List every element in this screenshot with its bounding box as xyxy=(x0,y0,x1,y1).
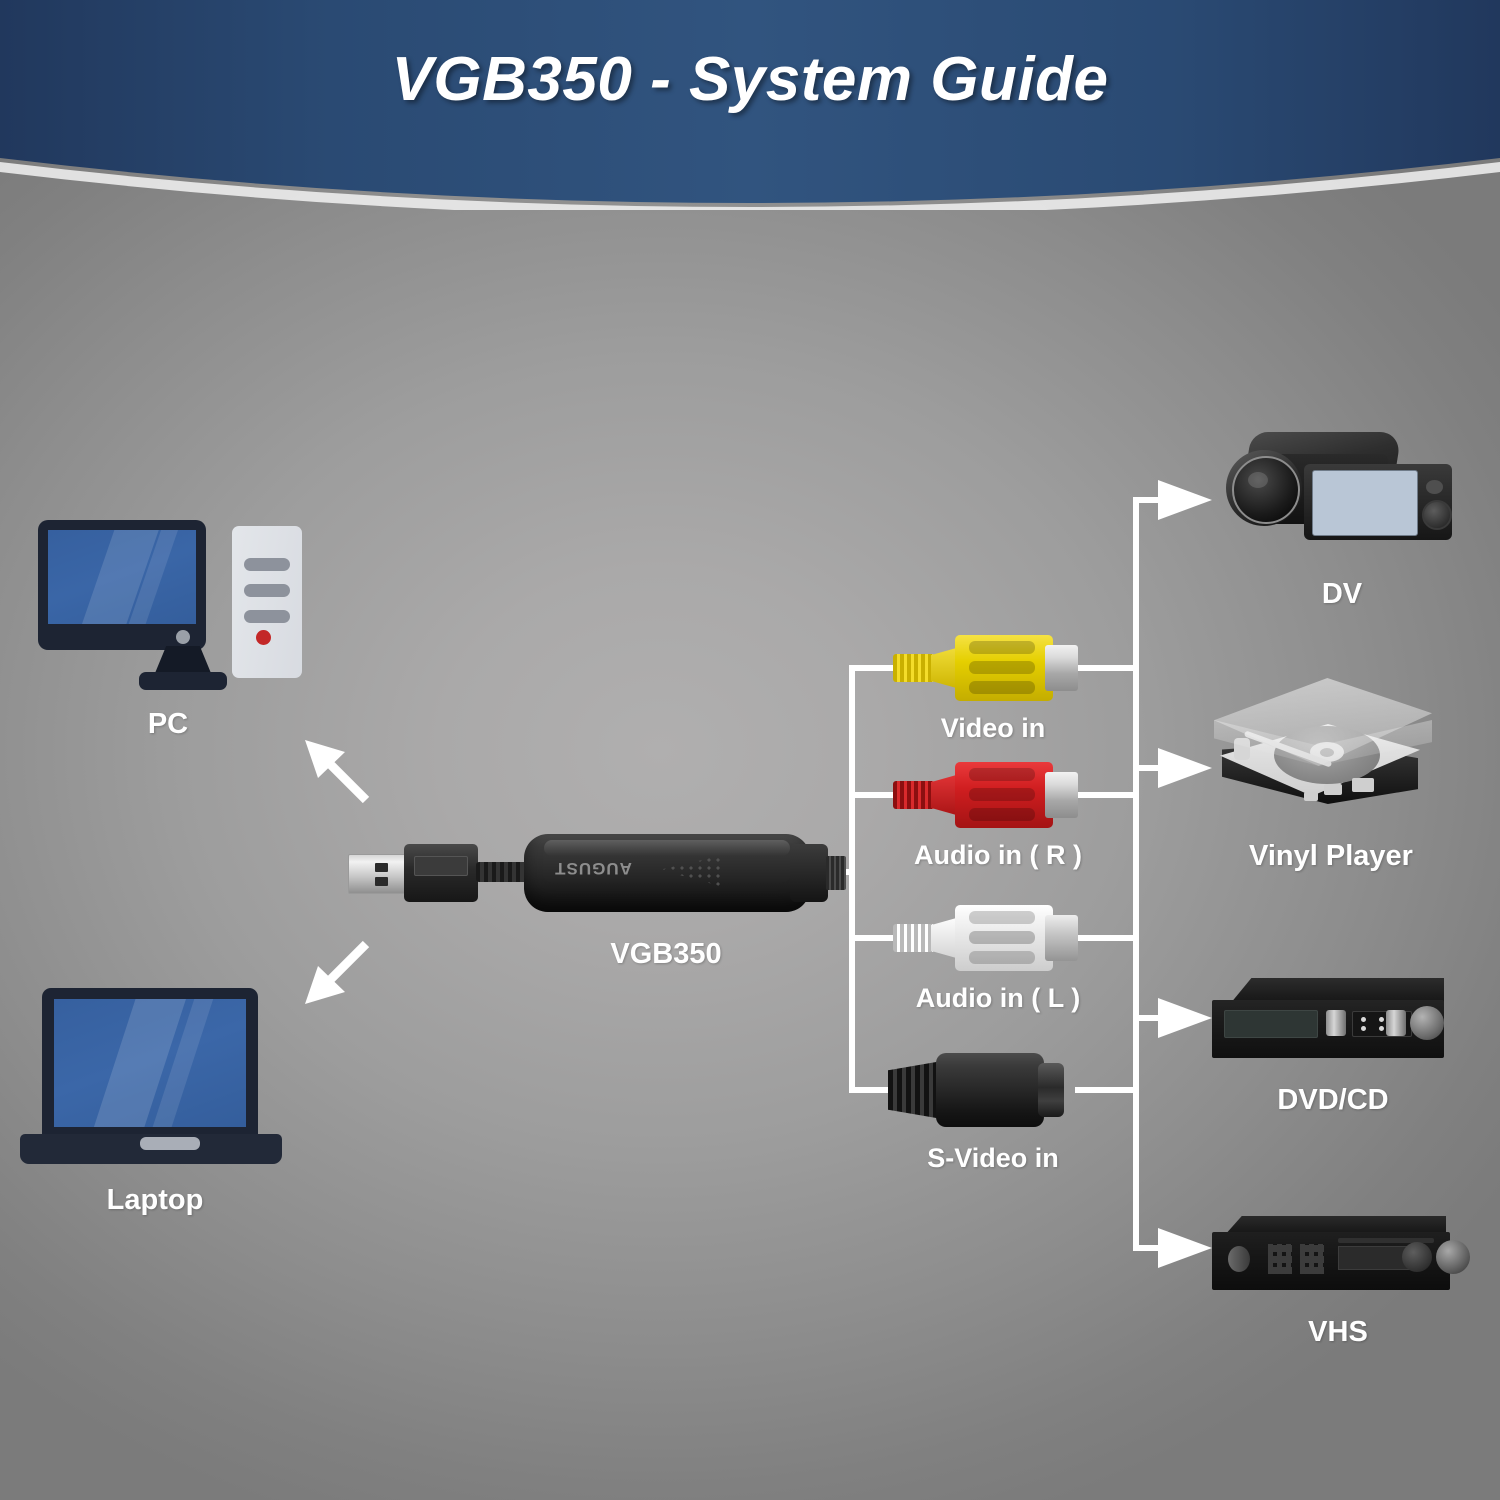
page-title: VGB350 - System Guide xyxy=(391,45,1109,114)
input-label-s-video: S-Video in xyxy=(927,1143,1059,1173)
arrow-right-icon xyxy=(1158,480,1212,1268)
node-input-video-in[interactable]: Video in xyxy=(893,629,1093,759)
camcorder-icon xyxy=(1212,428,1462,558)
turntable-icon xyxy=(1206,672,1456,847)
node-source-dv[interactable]: DV xyxy=(1212,428,1472,628)
input-label-audio-r: Audio in ( R ) xyxy=(914,840,1082,870)
node-input-s-video[interactable]: S-Video in xyxy=(888,1049,1148,1189)
arrow-up-left-icon xyxy=(305,740,370,804)
node-label-pc: PC xyxy=(147,708,189,740)
header-banner: VGB350 - System Guide xyxy=(0,0,1500,210)
source-label-dv: DV xyxy=(1321,578,1363,610)
input-label-video-in: Video in xyxy=(940,713,1046,743)
rca-connector-icon xyxy=(893,756,1078,834)
arrow-down-left-icon xyxy=(305,940,370,1004)
node-input-audio-r[interactable]: Audio in ( R ) xyxy=(893,756,1153,886)
node-label-laptop: Laptop xyxy=(106,1184,204,1216)
source-label-vinyl: Vinyl Player xyxy=(1249,840,1413,872)
rca-connector-icon xyxy=(893,629,1078,707)
pc-tower-icon xyxy=(232,526,302,678)
source-label-dvdcd: DVD/CD xyxy=(1277,1084,1389,1116)
s-video-connector-icon xyxy=(888,1049,1073,1131)
node-label-vgb350: VGB350 xyxy=(610,938,722,970)
node-source-vhs[interactable]: VHS xyxy=(1212,1216,1482,1376)
node-laptop[interactable]: Laptop xyxy=(20,988,320,1238)
node-source-vinyl[interactable]: Vinyl Player xyxy=(1206,672,1496,912)
usb-capture-device-icon: AUGUST xyxy=(348,828,848,918)
rca-connector-icon xyxy=(893,899,1078,977)
vcr-icon xyxy=(1212,1216,1470,1316)
node-pc[interactable]: PC xyxy=(38,520,328,750)
node-input-audio-l[interactable]: Audio in ( L ) xyxy=(893,899,1153,1029)
dvd-player-icon xyxy=(1212,978,1462,1083)
device-brand: AUGUST xyxy=(554,859,632,878)
node-vgb350-device[interactable]: AUGUST VGB350 xyxy=(348,828,848,998)
node-source-dvdcd[interactable]: DVD/CD xyxy=(1212,978,1472,1138)
source-label-vhs: VHS xyxy=(1308,1316,1368,1348)
usb-a-plug-icon xyxy=(348,854,410,894)
input-label-audio-l: Audio in ( L ) xyxy=(915,983,1081,1013)
